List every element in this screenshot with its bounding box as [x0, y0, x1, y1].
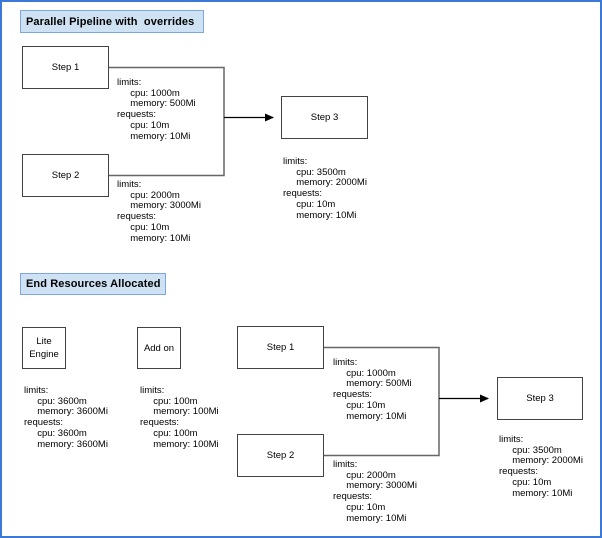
resource-line: cpu: 100m [140, 427, 198, 439]
node-label: Step 1 [266, 342, 295, 353]
node-top-step2: Step 2 [22, 154, 109, 197]
resource-line: memory: 10Mi [283, 209, 357, 221]
resource-line: cpu: 100m [140, 395, 198, 407]
resource-line: limits: [283, 156, 308, 167]
resource-line: requests: [333, 389, 373, 401]
node-label: Step 3 [526, 393, 554, 404]
resource-line: memory: 100Mi [140, 438, 219, 450]
resource-line: requests: [117, 109, 157, 121]
resource-line: cpu: 3500m [283, 166, 346, 178]
node-label: Step 1 [51, 62, 80, 73]
resource-line: limits: [24, 385, 49, 396]
resource-line: limits: [333, 357, 358, 368]
node-label: Step 2 [266, 450, 295, 461]
resource-line: limits: [333, 459, 358, 470]
resource-line: memory: 100Mi [140, 406, 219, 418]
section-title-parallel-pipeline: Parallel Pipeline with overrides [20, 10, 204, 33]
node-label: Step 3 [310, 112, 339, 123]
resource-line: memory: 2000Mi [283, 177, 367, 189]
resource-line: memory: 3000Mi [117, 200, 201, 212]
resource-line: requests: [333, 491, 373, 503]
resource-line: memory: 500Mi [333, 378, 412, 390]
node-lite-engine: Lite Engine [22, 327, 66, 369]
resource-line: cpu: 3600m [24, 395, 87, 407]
node-label: Step 2 [51, 170, 80, 181]
resource-line: requests: [24, 417, 64, 429]
resource-line: memory: 3600Mi [24, 406, 108, 418]
resource-line: memory: 500Mi [117, 98, 196, 110]
resource-line: requests: [117, 211, 157, 223]
resource-line: memory: 3000Mi [333, 480, 417, 492]
resource-line: cpu: 1000m [117, 87, 180, 99]
section-title-end-resources: End Resources Allocated [20, 273, 166, 295]
node-label: Add on [143, 342, 175, 354]
node-top-step3: Step 3 [281, 96, 368, 139]
node-bottom-step2: Step 2 [237, 434, 324, 477]
resource-line: cpu: 10m [117, 119, 170, 131]
resource-line: cpu: 10m [283, 198, 336, 210]
node-bottom-step3: Step 3 [497, 377, 583, 420]
resource-line: limits: [499, 434, 524, 445]
resource-line: cpu: 3500m [499, 444, 562, 456]
resource-line: memory: 10Mi [333, 512, 407, 524]
node-add-on: Add on [137, 327, 181, 369]
resource-line: cpu: 2000m [333, 469, 396, 481]
resource-line: cpu: 2000m [117, 189, 180, 201]
node-label: Lite Engine [29, 336, 59, 360]
resource-line: requests: [499, 466, 539, 478]
node-bottom-step1: Step 1 [237, 326, 324, 369]
resource-line: memory: 10Mi [333, 410, 407, 422]
resource-line: limits: [140, 385, 165, 396]
resource-line: cpu: 10m [333, 501, 386, 513]
resource-line: requests: [140, 417, 180, 429]
resource-line: requests: [283, 188, 323, 200]
resource-line: cpu: 10m [333, 399, 386, 411]
node-top-step1: Step 1 [22, 46, 109, 89]
resource-line: memory: 3600Mi [24, 438, 108, 450]
resource-line: memory: 10Mi [499, 487, 573, 499]
resource-line: cpu: 10m [117, 221, 170, 233]
resource-line: memory: 2000Mi [499, 455, 583, 467]
resource-line: cpu: 1000m [333, 367, 396, 379]
resource-line: memory: 10Mi [117, 130, 191, 142]
resource-line: memory: 10Mi [117, 232, 191, 244]
resource-line: cpu: 3600m [24, 427, 87, 439]
resource-line: limits: [117, 179, 142, 190]
resource-line: cpu: 10m [499, 476, 552, 488]
resource-line: limits: [117, 77, 142, 88]
